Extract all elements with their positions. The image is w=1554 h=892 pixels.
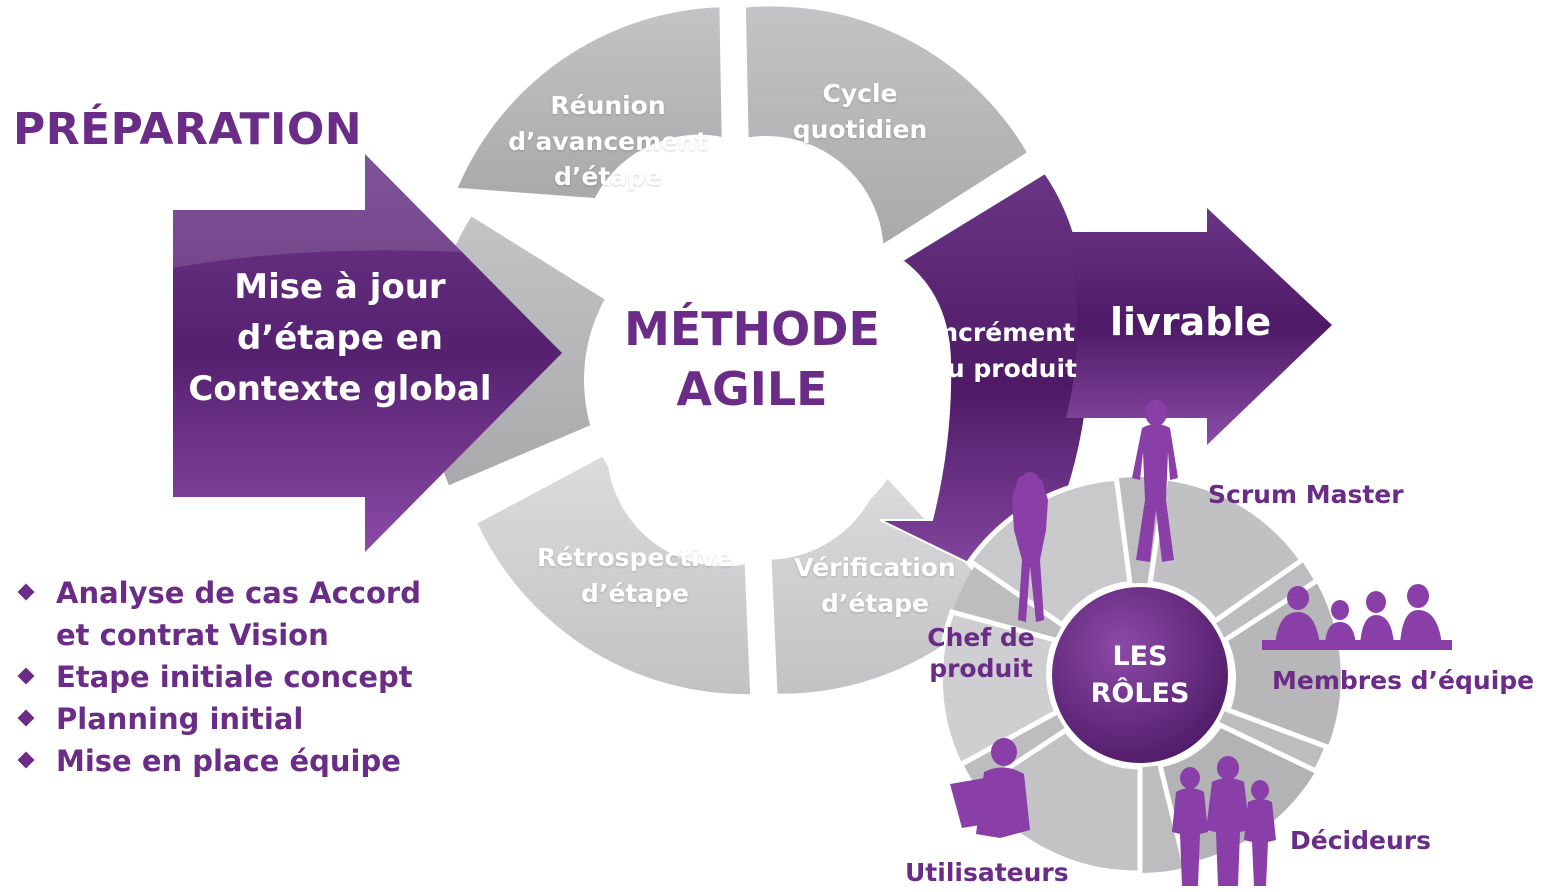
preparation-arrow-highlight [173,154,462,268]
diamond-bullet-icon [17,667,35,685]
cycle-center [584,212,920,548]
group-silhouette-icon [1172,756,1276,886]
preparation-arrow [173,154,562,552]
role-label-utilisateurs: Utilisateurs [905,858,1069,887]
list-item-text: Planning initial [56,702,304,737]
cycle-segment-cycle-quotidien [742,3,1031,249]
laptop-user-silhouette-icon [950,738,1030,838]
list-item: Etape initiale concept [17,656,421,698]
diamond-bullet-icon [17,751,35,769]
list-item-text: Mise en place équipe [56,744,401,779]
person-silhouette-icon [1132,400,1178,562]
preparation-arrow-text: Mise à jour d’étape en Contexte global [188,267,492,409]
segment-label-increment: Incrément du produit [928,318,1077,383]
roles-center [1048,583,1232,767]
segment-label-retrospective: Rétrospective d’étape [537,543,733,608]
team-meeting-silhouette-icon [1262,584,1452,650]
cycle-center-title: MÉTHODE AGILE [624,302,880,416]
segment-label-verification: Vérification d’étape [794,553,956,618]
list-item: Mise en place équipe [17,740,421,782]
role-label-scrum-master: Scrum Master [1208,480,1404,509]
preparation-title: PRÉPARATION [13,104,363,155]
diamond-bullet-icon [17,583,35,601]
list-item: Analyse de cas Accord et contrat Vision [17,572,421,656]
role-label-membres: Membres d’équipe [1272,666,1535,695]
livrable-arrow [1066,208,1332,445]
list-item-text: Analyse de cas Accord et contrat Vision [56,576,421,653]
segment-label-reunion: Réunion d’avancement d’étape [508,91,708,191]
livrable-label: livrable [1110,300,1272,344]
list-item-text: Etape initiale concept [56,660,413,695]
cycle-segment-retrospective [473,449,754,698]
woman-silhouette-icon [1012,472,1048,622]
preparation-list: Analyse de cas Accord et contrat Vision … [17,572,421,782]
diamond-bullet-icon [17,709,35,727]
cycle-segment-reunion [453,4,725,202]
segment-label-cycle-quotidien: Cycle quotidien [792,79,928,144]
roles-center-title: LES RÔLES [1090,641,1190,710]
role-label-chef-produit: Chef de produit [927,623,1035,684]
list-item: Planning initial [17,698,421,740]
role-label-decideurs: Décideurs [1290,826,1431,855]
